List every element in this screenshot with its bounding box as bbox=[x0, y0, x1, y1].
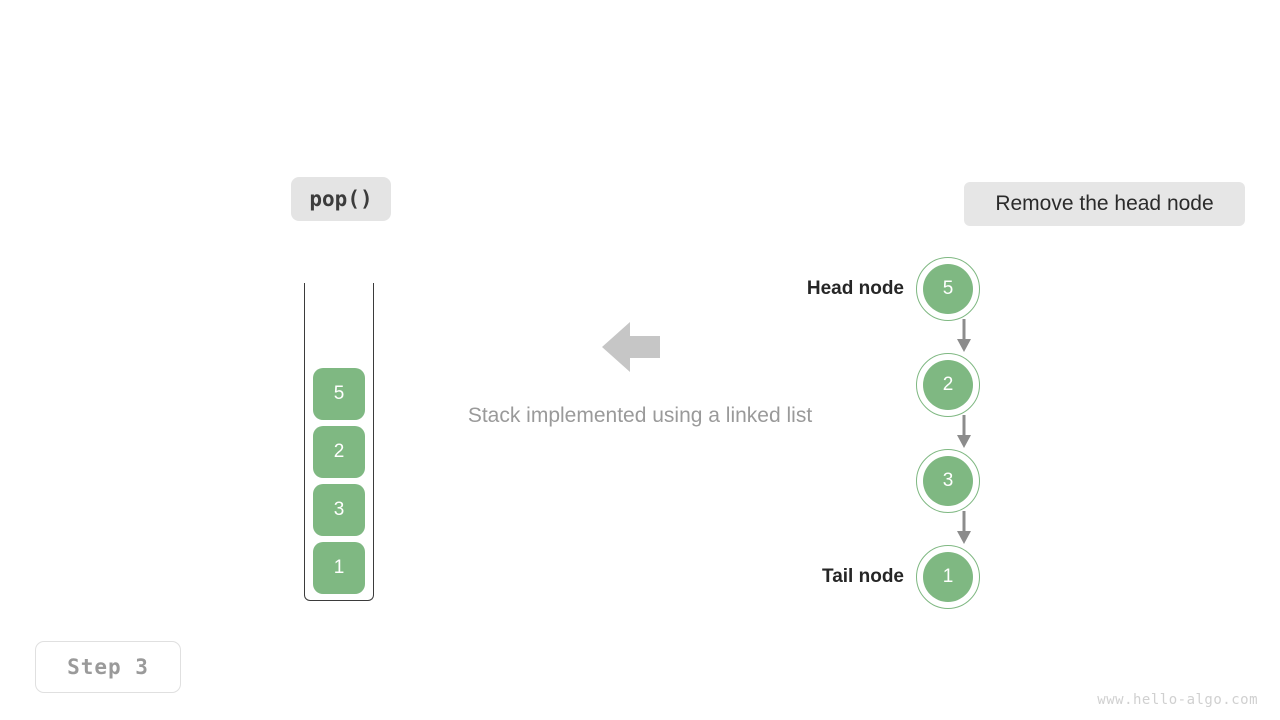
node-ring bbox=[916, 449, 980, 513]
stack-cell: 1 bbox=[313, 542, 365, 594]
node-value: 1 bbox=[923, 552, 973, 602]
operation-badge: pop() bbox=[291, 177, 391, 221]
node-circle: 2 bbox=[916, 353, 980, 417]
stack-walls bbox=[304, 283, 374, 601]
node-circle: 1 bbox=[916, 545, 980, 609]
left-arrow-icon bbox=[600, 320, 662, 374]
node-circle: 3 bbox=[916, 449, 980, 513]
node-value: 3 bbox=[923, 456, 973, 506]
head-node-label: Head node bbox=[806, 278, 904, 299]
node-ring bbox=[916, 545, 980, 609]
node-connector-arrow-icon bbox=[948, 415, 980, 448]
stack-cell: 2 bbox=[313, 426, 365, 478]
node-connector-arrow-icon bbox=[948, 511, 980, 544]
tail-node-label: Tail node bbox=[822, 566, 904, 587]
stack-items: 5 2 3 1 bbox=[304, 283, 374, 601]
stack-container: 5 2 3 1 bbox=[304, 283, 374, 601]
node-circle: 5 bbox=[916, 257, 980, 321]
description-badge: Remove the head node bbox=[964, 182, 1245, 226]
linked-list-node: 3 bbox=[760, 449, 980, 513]
linked-list-node: 2 bbox=[760, 353, 980, 417]
node-value: 2 bbox=[923, 360, 973, 410]
caption-text: Stack implemented using a linked list bbox=[467, 404, 813, 427]
stack-cell: 5 bbox=[313, 368, 365, 420]
node-ring bbox=[916, 353, 980, 417]
linked-list-node: Tail node 1 bbox=[760, 545, 980, 609]
linked-list: Head node 5 2 bbox=[760, 255, 980, 615]
watermark: www.hello-algo.com bbox=[1097, 692, 1258, 708]
node-ring bbox=[916, 257, 980, 321]
stack-cell: 3 bbox=[313, 484, 365, 536]
linked-list-node: Head node 5 bbox=[760, 257, 980, 321]
node-value: 5 bbox=[923, 264, 973, 314]
node-connector-arrow-icon bbox=[948, 319, 980, 352]
step-badge: Step 3 bbox=[35, 641, 181, 693]
